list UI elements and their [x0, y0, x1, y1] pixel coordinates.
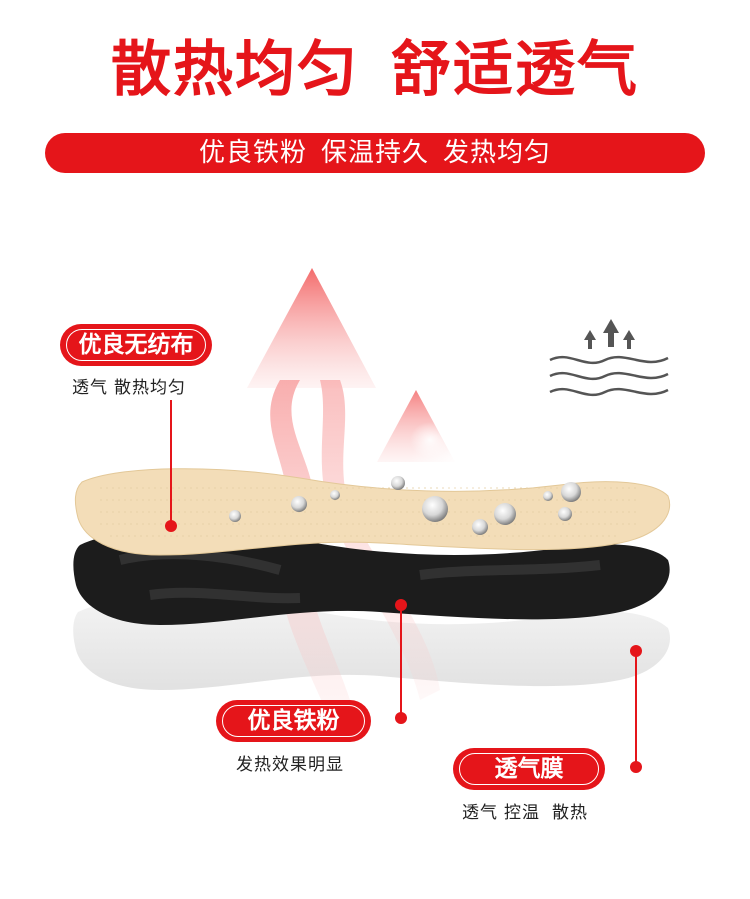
banner-phrase-3: 发热均匀 [443, 138, 552, 168]
label-breathable-film-text: 透气膜 [494, 756, 564, 782]
callout-lines [165, 400, 642, 773]
banner-phrase-2: 保温持久 [320, 138, 429, 168]
subtitle-banner: 优良铁粉保温持久发热均匀 [45, 133, 705, 173]
headline-part-1: 散热均匀 [111, 35, 359, 105]
iron-powder-layer [73, 529, 670, 625]
label-iron-powder-text: 优良铁粉 [247, 708, 340, 734]
headline-part-2: 舒适透气 [391, 35, 639, 105]
label-non-woven-fabric: 优良无纺布 [60, 324, 212, 366]
desc-breathable-film: 透气控温散热 [462, 798, 588, 823]
desc-top-2: 散热均匀 [114, 378, 186, 398]
desc-bottom-3: 散热 [552, 803, 588, 823]
label-iron-powder: 优良铁粉 [216, 700, 371, 742]
label-non-woven-fabric-text: 优良无纺布 [78, 332, 194, 358]
banner-phrase-1: 优良铁粉 [198, 138, 307, 168]
breathable-wave-icon [549, 319, 669, 397]
headline: 散热均匀舒适透气 [0, 30, 750, 110]
desc-non-woven-fabric: 透气散热均匀 [72, 373, 186, 398]
label-breathable-film: 透气膜 [453, 748, 605, 790]
water-droplets [229, 476, 581, 535]
desc-bottom-1: 透气 [462, 803, 498, 823]
desc-bottom-2: 控温 [504, 803, 540, 823]
desc-iron-powder: 发热效果明显 [236, 755, 344, 775]
non-woven-fabric-layer [74, 468, 671, 556]
desc-top-1: 透气 [72, 378, 108, 398]
